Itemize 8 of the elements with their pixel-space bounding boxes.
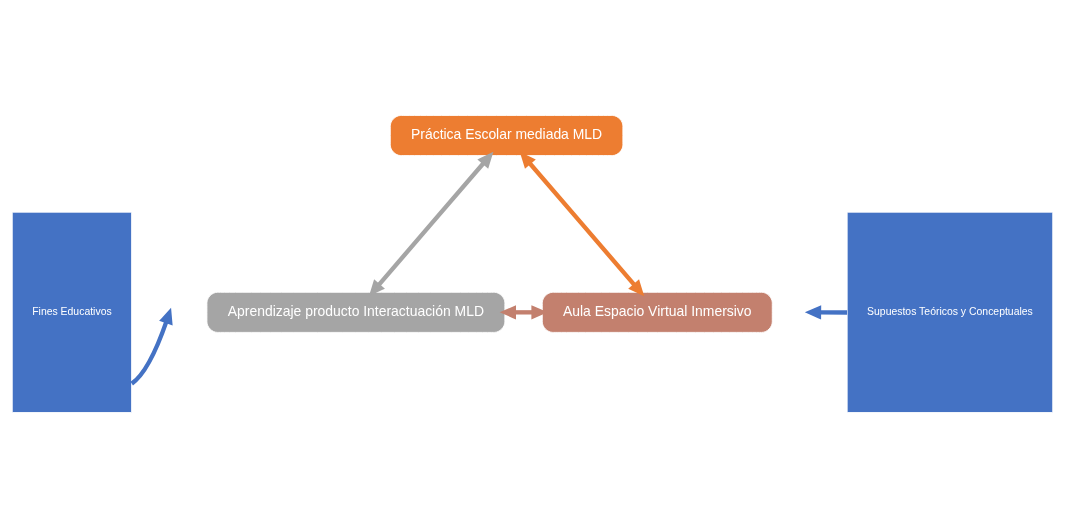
arrow bbox=[804, 304, 848, 320]
arrow bbox=[368, 151, 494, 296]
node-box: Práctica Escolar mediada MLD bbox=[389, 114, 624, 156]
node-box: Fines Educativos bbox=[11, 211, 133, 413]
node-box: Aprendizaje producto Interactuación MLD bbox=[206, 291, 506, 333]
node-box: Aula Espacio Virtual Inmersivo bbox=[541, 291, 773, 333]
arrow bbox=[130, 307, 173, 385]
node-box: Supuestos Teóricos y Conceptuales bbox=[846, 211, 1054, 413]
